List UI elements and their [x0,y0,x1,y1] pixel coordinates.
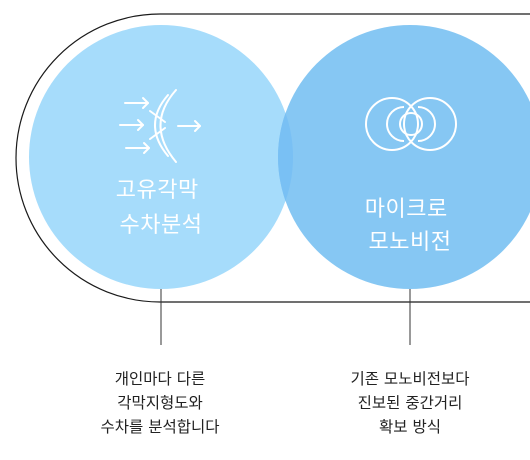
step-2-caption-line-1: 기존 모노비전보다 [350,370,470,388]
step-2-caption-line-3: 확보 방식 [379,418,441,436]
micro-monovision-icon [365,97,457,151]
capsule-outline [15,13,530,303]
svg-text:고유각막 수차분석: 고유각막 수차분석 [116,178,206,238]
step-2-circle [278,25,530,289]
step-2-caption: 기존 모노비전보다 진보된 중간거리 확보 방식 [310,367,510,439]
step-2-title-line-2: 모노비전 [369,230,452,255]
step-1-circle [29,25,293,289]
step-2-caption-line-2: 진보된 중간거리 [357,394,463,412]
step-2-title-line-1: 마이크로 [365,197,448,222]
step-1-title-line-2: 수차분석 [120,213,203,238]
svg-text:마이크로 모노비전: 마이크로 모노비전 [365,197,455,255]
step-1-caption-line-2: 각막지형도와 [117,394,203,412]
step-1-caption-line-3: 수차를 분석합니다 [100,418,220,436]
step-1-caption: 개인마다 다른 각막지형도와 수차를 분석합니다 [60,367,260,439]
step-1-caption-line-1: 개인마다 다른 [114,370,206,388]
step-1-title-line-1: 고유각막 [116,178,199,203]
corneal-aberration-icon [119,89,201,163]
